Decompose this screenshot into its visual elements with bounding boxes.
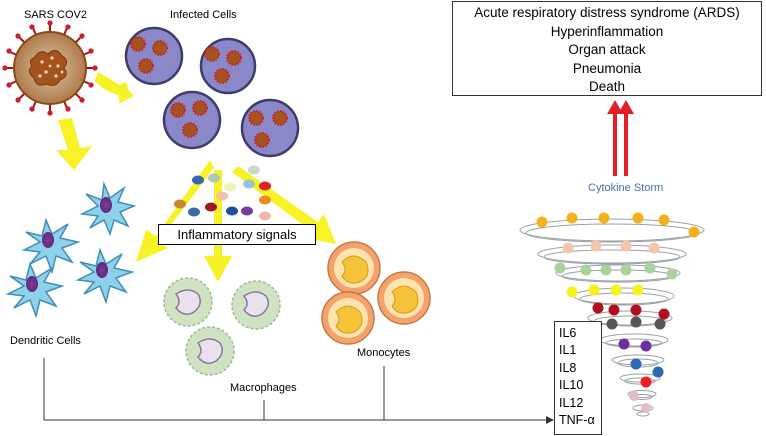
arrow-virus-to-dendritic xyxy=(56,118,92,170)
outcome-item: Pneumonia xyxy=(572,60,642,76)
cytokine-item: IL8 xyxy=(559,360,577,375)
label-sars-cov2: SARS COV2 xyxy=(24,9,87,21)
outcome-item: Organ attack xyxy=(568,42,646,57)
cytokine-item: IL10 xyxy=(559,378,584,393)
cytokine-item: TNF-α xyxy=(559,413,595,428)
connector-arrowhead xyxy=(546,416,554,424)
tornado-graphic xyxy=(519,218,705,417)
label-dendritic-cells: Dendritic Cells xyxy=(10,335,81,347)
inflammatory-signals-box: Inflammatory signals xyxy=(158,224,316,245)
cytokine-storm-label: Cytokine Storm xyxy=(588,182,664,194)
cytokine-item: IL12 xyxy=(559,395,584,410)
outcome-item: Acute respiratory distress syndrome (ARD… xyxy=(474,5,740,20)
outcome-item: Hyperinflammation xyxy=(550,23,664,39)
macrophages-graphic xyxy=(163,277,281,376)
outcome-item: Death xyxy=(588,79,626,94)
label-infected-cells: Infected Cells xyxy=(170,9,237,21)
infected-cells-graphic xyxy=(124,26,300,158)
signal-molecules xyxy=(174,165,271,221)
arrow-to-dendritic xyxy=(136,160,214,262)
virus-graphic xyxy=(2,20,98,116)
monocytes-graphic xyxy=(321,241,431,345)
tornado-cytokine-dots xyxy=(536,212,700,413)
label-macrophages: Macrophages xyxy=(230,382,297,394)
arrow-virus-to-infected-head xyxy=(94,74,134,104)
cytokine-item: IL1 xyxy=(559,343,577,358)
red-arrow-to-outcomes xyxy=(607,100,634,176)
label-monocytes: Monocytes xyxy=(357,347,411,359)
dendritic-cells-graphic xyxy=(5,181,137,319)
cytokine-list-box: IL6 IL1 IL8 IL10 IL12 TNF-α xyxy=(554,321,602,435)
outcomes-box: Acute respiratory distress syndrome (ARD… xyxy=(452,1,762,96)
cytokine-item: IL6 xyxy=(559,326,577,340)
connector-lines xyxy=(43,358,546,421)
